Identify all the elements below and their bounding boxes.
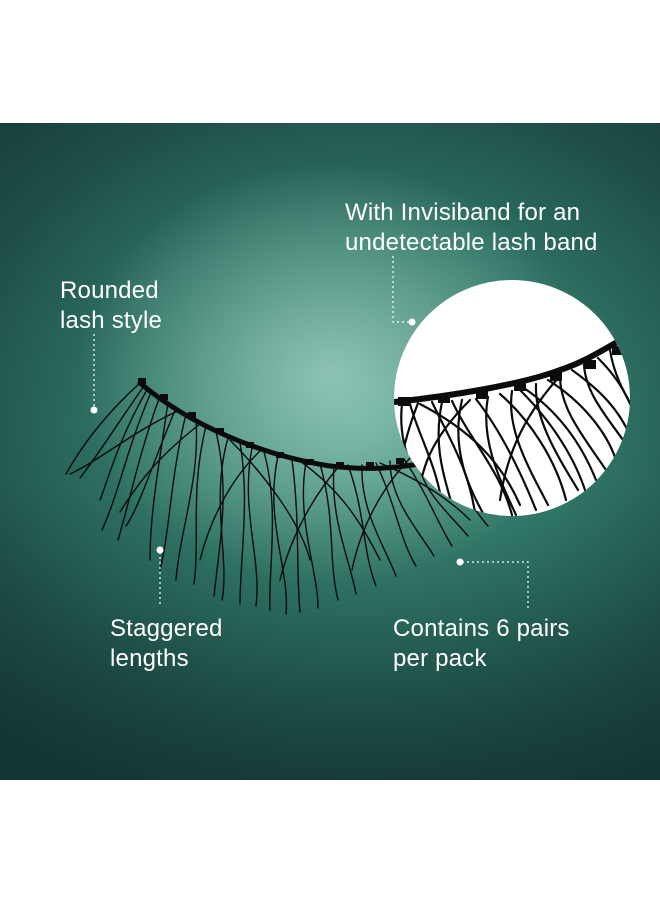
callout-dots: [90, 318, 464, 566]
callout-invisiband: With Invisiband for an undetectable lash…: [345, 198, 598, 258]
callout-pairs-line1: Contains 6 pairs: [393, 615, 570, 642]
callout-staggered: Staggered lengths: [110, 614, 223, 674]
callout-rounded-line2: lash style: [60, 307, 163, 334]
callout-staggered-line2: lengths: [110, 645, 189, 672]
callout-leaders: [93, 256, 529, 608]
zoom-detail-circle: [394, 280, 630, 516]
false-eyelash: [65, 378, 516, 615]
callout-invisiband-line1: With Invisiband for an: [345, 199, 581, 226]
callout-staggered-line1: Staggered: [110, 615, 223, 642]
callout-invisiband-line2: undetectable lash band: [345, 229, 598, 256]
callout-rounded-line1: Rounded: [60, 277, 159, 304]
callout-pairs-line2: per pack: [393, 645, 487, 672]
callout-rounded: Rounded lash style: [60, 276, 162, 336]
callout-pairs: Contains 6 pairs per pack: [393, 614, 570, 674]
